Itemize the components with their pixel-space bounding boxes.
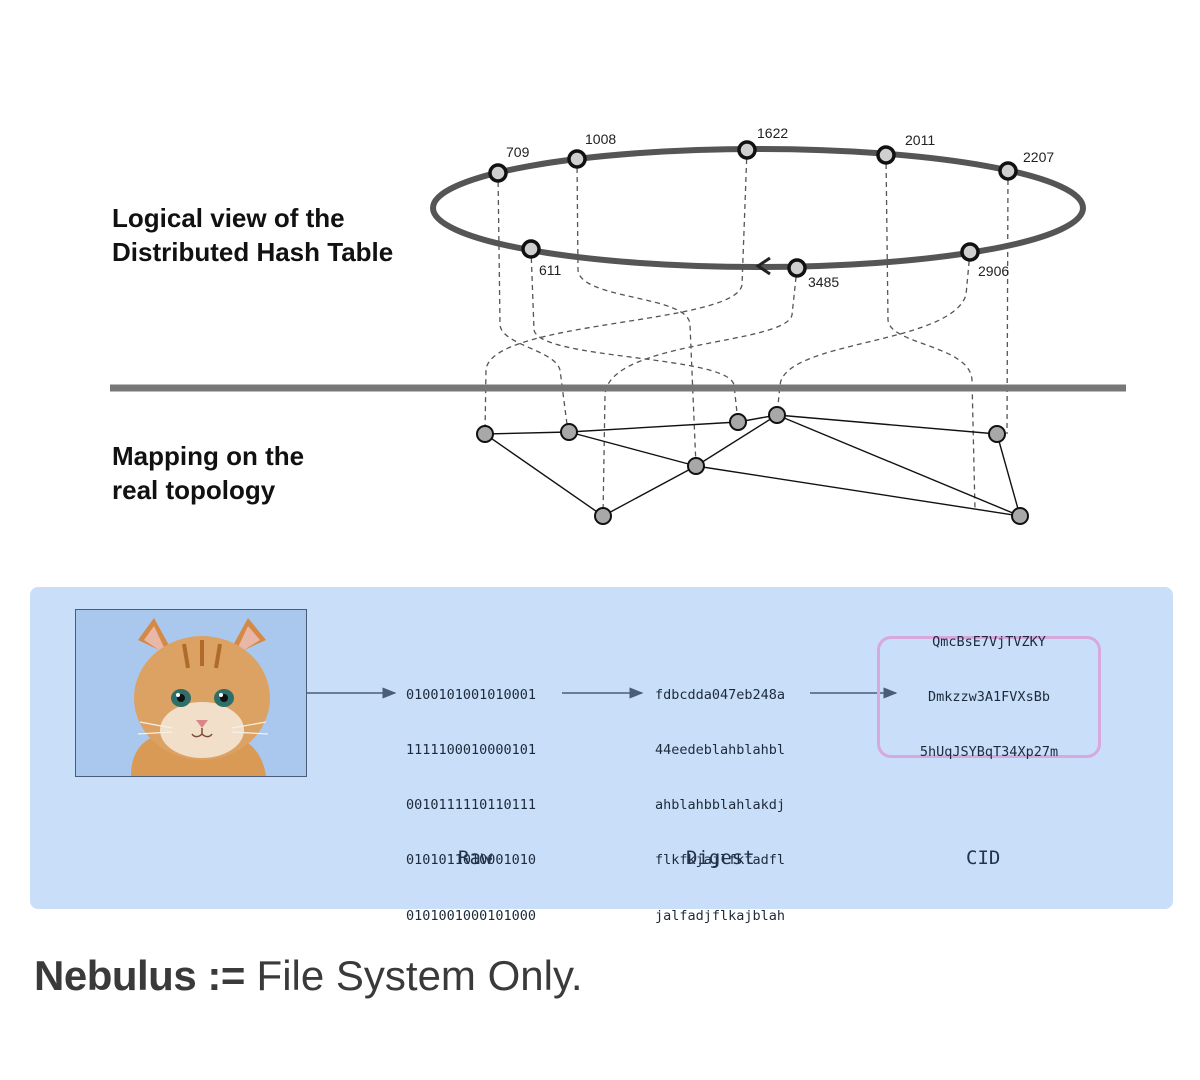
physical-node	[594, 507, 612, 525]
ring-node-3485	[787, 258, 807, 278]
digest-text: fdbcdda047eb248a 44eedeblahblahbl ahblah…	[655, 649, 785, 962]
raw-bits: 0100101001010001 1111100010000101 001011…	[406, 649, 536, 962]
digest-line: ahblahbblahlakdj	[655, 797, 786, 814]
ring-node-1622	[737, 140, 757, 160]
logical-view-label-line: Distributed Hash Table	[112, 237, 394, 267]
stage-label-raw: Raw	[458, 847, 493, 869]
topology-edge	[776, 414, 998, 435]
topology-edge	[568, 421, 739, 433]
cid-line: Dmkzzw3A1FVXsBb	[928, 688, 1050, 705]
mapping-line-1622	[484, 149, 748, 435]
ring-node-label: 3485	[808, 274, 839, 290]
raw-bits-line: 0100101001010001	[406, 686, 537, 703]
ring-node-label: 2906	[978, 263, 1009, 279]
digest-line: 44eedeblahblahbl	[655, 742, 786, 759]
raw-bits-line: 1111100010000101	[406, 742, 537, 759]
stage-label-digest: Digest	[686, 847, 755, 869]
mapping-line-3485	[602, 267, 798, 517]
physical-node	[988, 425, 1006, 443]
raw-bits-line: 0101011010001010	[406, 852, 537, 869]
cid-box: QmcBsE7VjTVZKY Dmkzzw3A1FVXsBb 5hUqJSYBq…	[877, 634, 1101, 760]
digest-line: jalfadjflkajblah	[655, 907, 786, 924]
topology-edge	[695, 465, 1021, 517]
logical-view-label: Logical view of the Distributed Hash Tab…	[112, 201, 393, 269]
physical-node	[768, 406, 786, 424]
raw-bits-line: 0101001000101000	[406, 907, 537, 924]
mapping-line-1008	[576, 158, 697, 467]
ring-node-611	[521, 239, 541, 259]
kitten-illustration	[76, 610, 306, 776]
ring-node-label: 1622	[757, 125, 788, 141]
cid-pipeline-panel: 0100101001010001 1111100010000101 001011…	[30, 587, 1173, 924]
digest-line: flkfkjajlfkfadfl	[655, 852, 786, 869]
topology-edge	[484, 433, 604, 517]
physical-node	[560, 423, 578, 441]
mapping-line-2207	[1006, 170, 1009, 435]
cid-line: QmcBsE7VjTVZKY	[932, 633, 1046, 650]
ring-node-2207	[998, 161, 1018, 181]
mapping-line-709	[497, 172, 569, 433]
flow-arrows	[307, 687, 898, 699]
cid-line: 5hUqJSYBqT34Xp27m	[919, 744, 1059, 761]
raw-bits-line: 0010111110110111	[406, 797, 537, 814]
caption-rest: File System Only.	[244, 952, 583, 999]
topology-edge	[695, 414, 778, 467]
logical-view-label-line: Logical view of the	[112, 203, 345, 233]
cid-text: QmcBsE7VjTVZKY Dmkzzw3A1FVXsBb 5hUqJSYBq…	[920, 596, 1058, 798]
ring-node-1008	[567, 149, 587, 169]
kitten-image	[75, 609, 307, 777]
ring-node-label: 611	[539, 262, 562, 278]
mapping-label-line: real topology	[112, 475, 276, 505]
caption: Nebulus := File System Only.	[34, 952, 583, 1000]
caption-bold: Nebulus :=	[34, 952, 245, 999]
physical-node	[687, 457, 705, 475]
dht-diagram: 709 1008 1622 2011 2207 611 3485 2906	[110, 125, 1126, 525]
ring-node-label: 2011	[905, 132, 935, 148]
ring-node-label: 1008	[585, 131, 616, 147]
mapping-label: Mapping on the real topology	[112, 439, 304, 507]
stage-label-cid: CID	[966, 847, 1001, 869]
topology-edge	[776, 414, 1021, 517]
ring-node-2906	[960, 242, 980, 262]
mapping-line-2011	[885, 154, 976, 511]
physical-node	[729, 413, 747, 431]
ring-node-709	[488, 163, 508, 183]
mapping-line-611	[530, 248, 739, 423]
physical-node	[1011, 507, 1029, 525]
digest-line: fdbcdda047eb248a	[655, 686, 786, 703]
ring-node-label: 2207	[1023, 149, 1054, 165]
topology-edge	[602, 465, 697, 517]
ring-node-2011	[876, 145, 896, 165]
mapping-line-2906	[776, 251, 971, 416]
physical-node	[476, 425, 494, 443]
topology-edge	[996, 433, 1021, 517]
topology-edge	[484, 431, 570, 435]
ring-node-label: 709	[506, 144, 530, 160]
mapping-label-line: Mapping on the	[112, 441, 305, 471]
topology-edge	[568, 431, 697, 467]
ring-direction-arrow	[755, 256, 771, 276]
